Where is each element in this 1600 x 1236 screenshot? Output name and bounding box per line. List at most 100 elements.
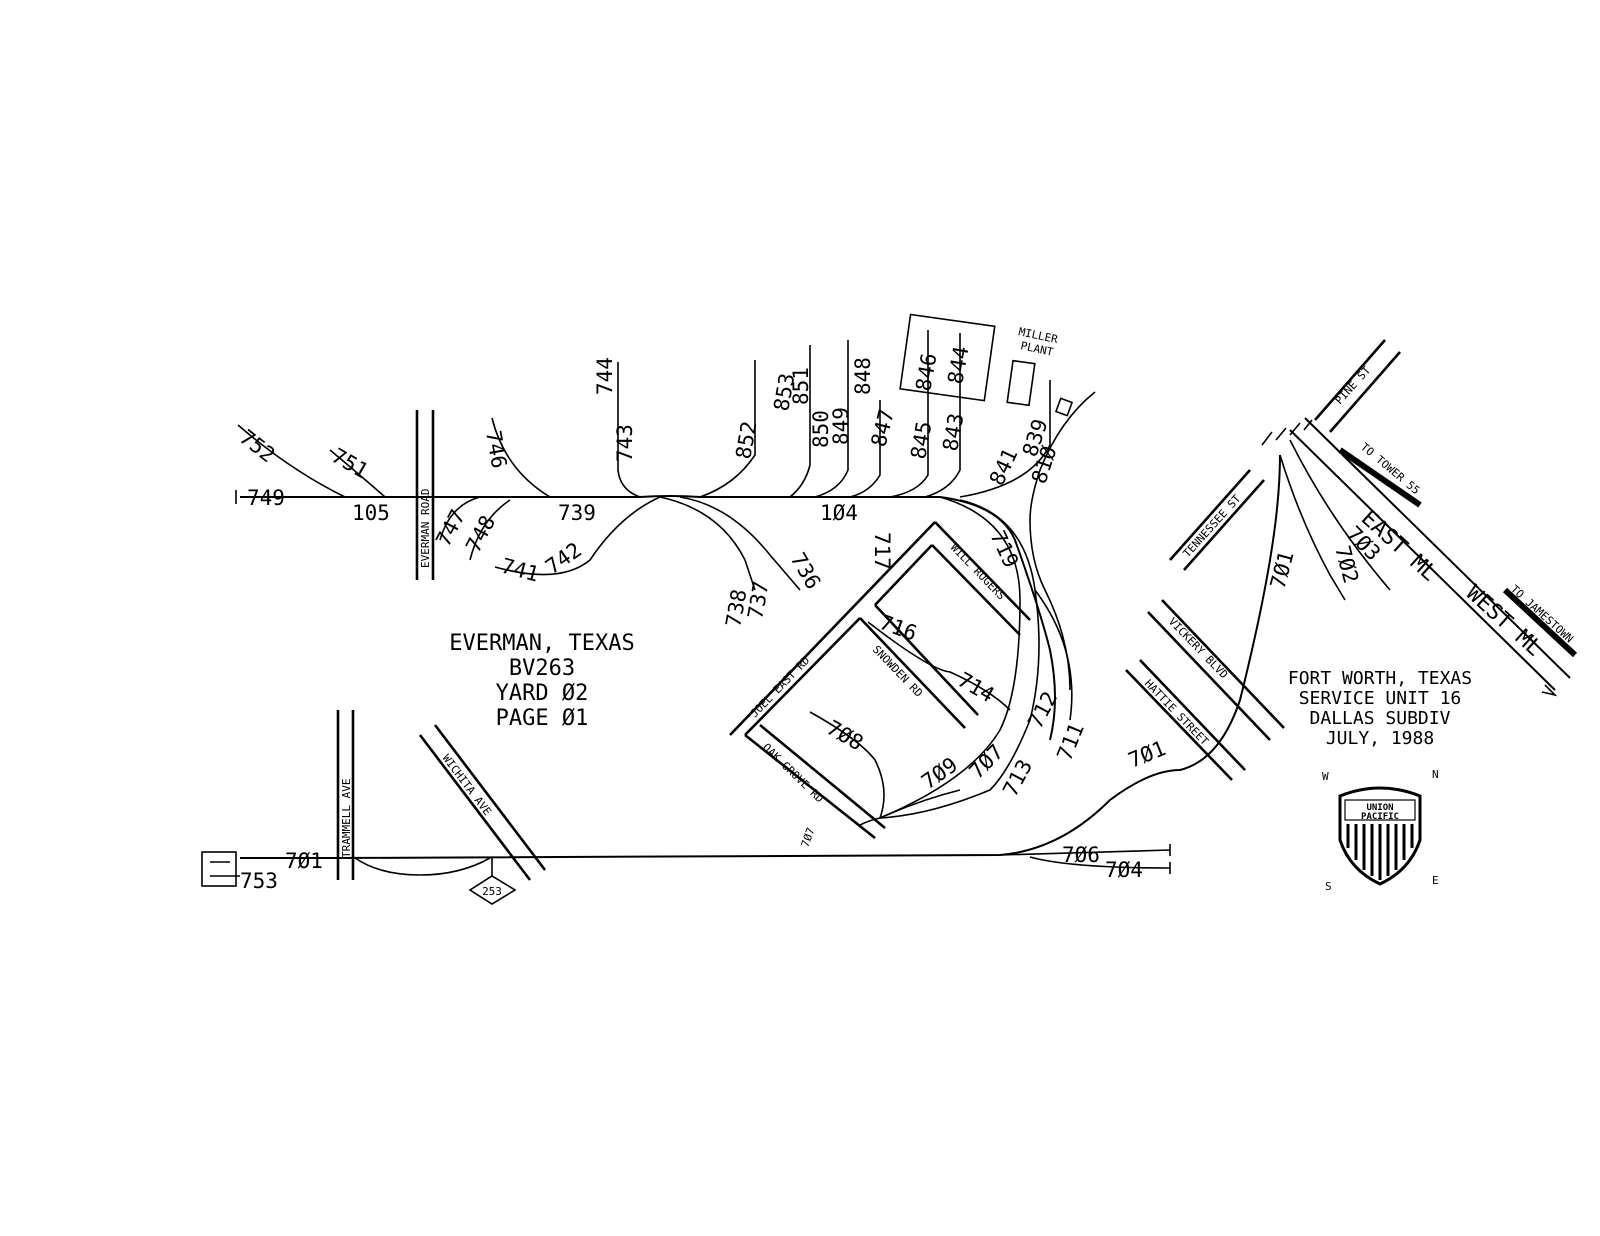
everman-title-line1: EVERMAN, TEXAS (449, 631, 634, 656)
fort-worth-title-block: FORT WORTH, TEXAS SERVICE UNIT 16 DALLAS… (1288, 668, 1472, 749)
track-label-708: 7Ø8 (823, 716, 868, 756)
track-label-845: 845 (906, 419, 936, 461)
track-label-744: 744 (593, 357, 617, 395)
west-ml-line (1304, 417, 1571, 679)
track-843 (924, 333, 961, 498)
track-738 (659, 496, 756, 591)
track-751 (329, 449, 386, 498)
track-701-main (240, 454, 1281, 859)
union-pacific-logo: UNION PACIFIC (1338, 786, 1422, 886)
track-label-752: 752 (235, 425, 280, 467)
track-label-746: 746 (481, 429, 511, 471)
track-label-753: 753 (240, 869, 278, 893)
trammell-ave-label: TRAMMELL AVE (340, 779, 353, 858)
track-label-847: 847 (867, 407, 899, 450)
track-label-843: 843 (938, 411, 968, 453)
compass-west: W (1322, 770, 1329, 783)
annotations: MILLER PLANT TO TOWER 55 TO JAMESTOWN EA… (1017, 325, 1575, 661)
track-label-713: 713 (998, 756, 1037, 801)
track-label-104: 1Ø4 (820, 501, 858, 525)
track-label-743: 743 (613, 424, 637, 462)
union-pacific-logo-line2: PACIFIC (1361, 812, 1399, 822)
track-707 (879, 496, 1021, 819)
vickery-blvd-label: VICKERY BLVD (1166, 615, 1231, 681)
roads: EVERMAN ROAD TRAMMELL AVE WICHITA AVE JO… (336, 339, 1401, 881)
track-753-box (201, 851, 237, 887)
tracks (201, 313, 1578, 887)
track-708 (809, 711, 885, 819)
track-743 (617, 362, 641, 498)
track-736 (679, 496, 801, 591)
tennessee-st: TENNESSEE ST (1169, 469, 1265, 571)
track-labels: 752 751 749 105 746 747 748 741 742 739 … (235, 344, 1385, 893)
track-label-849: 849 (829, 407, 853, 445)
track-850 (789, 345, 811, 498)
track-852 (699, 360, 756, 498)
track-841 (959, 380, 1051, 498)
everman-title-line2: BV263 (509, 656, 575, 681)
track-label-714: 714 (954, 668, 999, 708)
pine-st: PINE ST (1314, 339, 1401, 433)
track-752 (237, 424, 346, 498)
track-label-709: 7Ø9 (917, 753, 962, 794)
track-label-704: 7Ø4 (1105, 858, 1143, 882)
track-845 (889, 330, 929, 498)
track-label-712: 712 (1023, 688, 1062, 733)
track-label-701-c: 7Ø1 (1125, 736, 1169, 772)
track-label-851: 851 (789, 367, 813, 405)
joel-east-rd-label: JOEL EAST RD (748, 654, 813, 720)
oak-grove-rd-label: OAK GROVE RD (760, 741, 826, 806)
fort-worth-title-line1: FORT WORTH, TEXAS (1288, 668, 1472, 689)
miller-846-844-box (899, 313, 996, 402)
everman-title-block: EVERMAN, TEXAS BV263 YARD Ø2 PAGE Ø1 (449, 631, 634, 731)
compass: W N S E (1322, 768, 1439, 893)
track-label-711: 711 (1052, 720, 1088, 764)
oak-grove-rd: OAK GROVE RD (744, 723, 886, 840)
pine-st-label: PINE ST (1333, 364, 1374, 407)
track-label-717: 717 (870, 532, 894, 570)
track-label-848: 848 (851, 357, 875, 395)
track-810 (1029, 391, 1096, 691)
everman-title-line4: PAGE Ø1 (496, 706, 589, 731)
compass-north: N (1432, 768, 1439, 781)
union-pacific-logo-line1: UNION (1366, 803, 1393, 813)
track-746 (491, 417, 551, 498)
fort-worth-title-line2: SERVICE UNIT 16 (1299, 688, 1462, 709)
track-label-749: 749 (247, 486, 285, 510)
track-label-751: 751 (328, 444, 373, 484)
track-label-739: 739 (558, 501, 596, 525)
highway-253-label: 253 (482, 885, 502, 898)
track-label-707-b: 7Ø7 (799, 826, 818, 849)
track-label-844: 844 (943, 344, 973, 386)
track-849 (814, 340, 849, 498)
tennessee-st-label: TENNESSEE ST (1181, 492, 1244, 560)
track-label-719: 719 (985, 527, 1023, 572)
track-label-741: 741 (499, 554, 542, 587)
track-label-736: 736 (786, 549, 826, 594)
everman-road-label: EVERMAN ROAD (419, 489, 432, 568)
wichita-ave-label: WICHITA AVE (440, 752, 494, 818)
track-label-846: 846 (911, 351, 941, 393)
track-704 (1029, 856, 1171, 869)
everman-title-line3: YARD Ø2 (496, 681, 589, 706)
highway-253-shield: 253 (468, 858, 517, 905)
track-703 (1289, 439, 1391, 591)
track-742 (494, 496, 661, 576)
miller-plant-building (1006, 359, 1036, 407)
track-105-main (240, 495, 940, 499)
compass-east: E (1432, 874, 1439, 887)
compass-south: S (1325, 880, 1332, 893)
track-847 (849, 400, 881, 498)
fort-worth-title-line4: JULY, 1988 (1326, 728, 1434, 749)
trammell-ave: TRAMMELL AVE (336, 710, 355, 880)
fort-worth-title-line3: DALLAS SUBDIV (1310, 708, 1451, 729)
track-label-737: 737 (743, 579, 773, 621)
track-label-742: 742 (541, 538, 586, 579)
everman-road: EVERMAN ROAD (415, 410, 435, 580)
track-label-706: 7Ø6 (1062, 843, 1100, 867)
track-706 (999, 849, 1171, 856)
track-702 (1279, 454, 1346, 601)
track-714 (867, 621, 1011, 711)
east-ml-line (1289, 429, 1556, 691)
